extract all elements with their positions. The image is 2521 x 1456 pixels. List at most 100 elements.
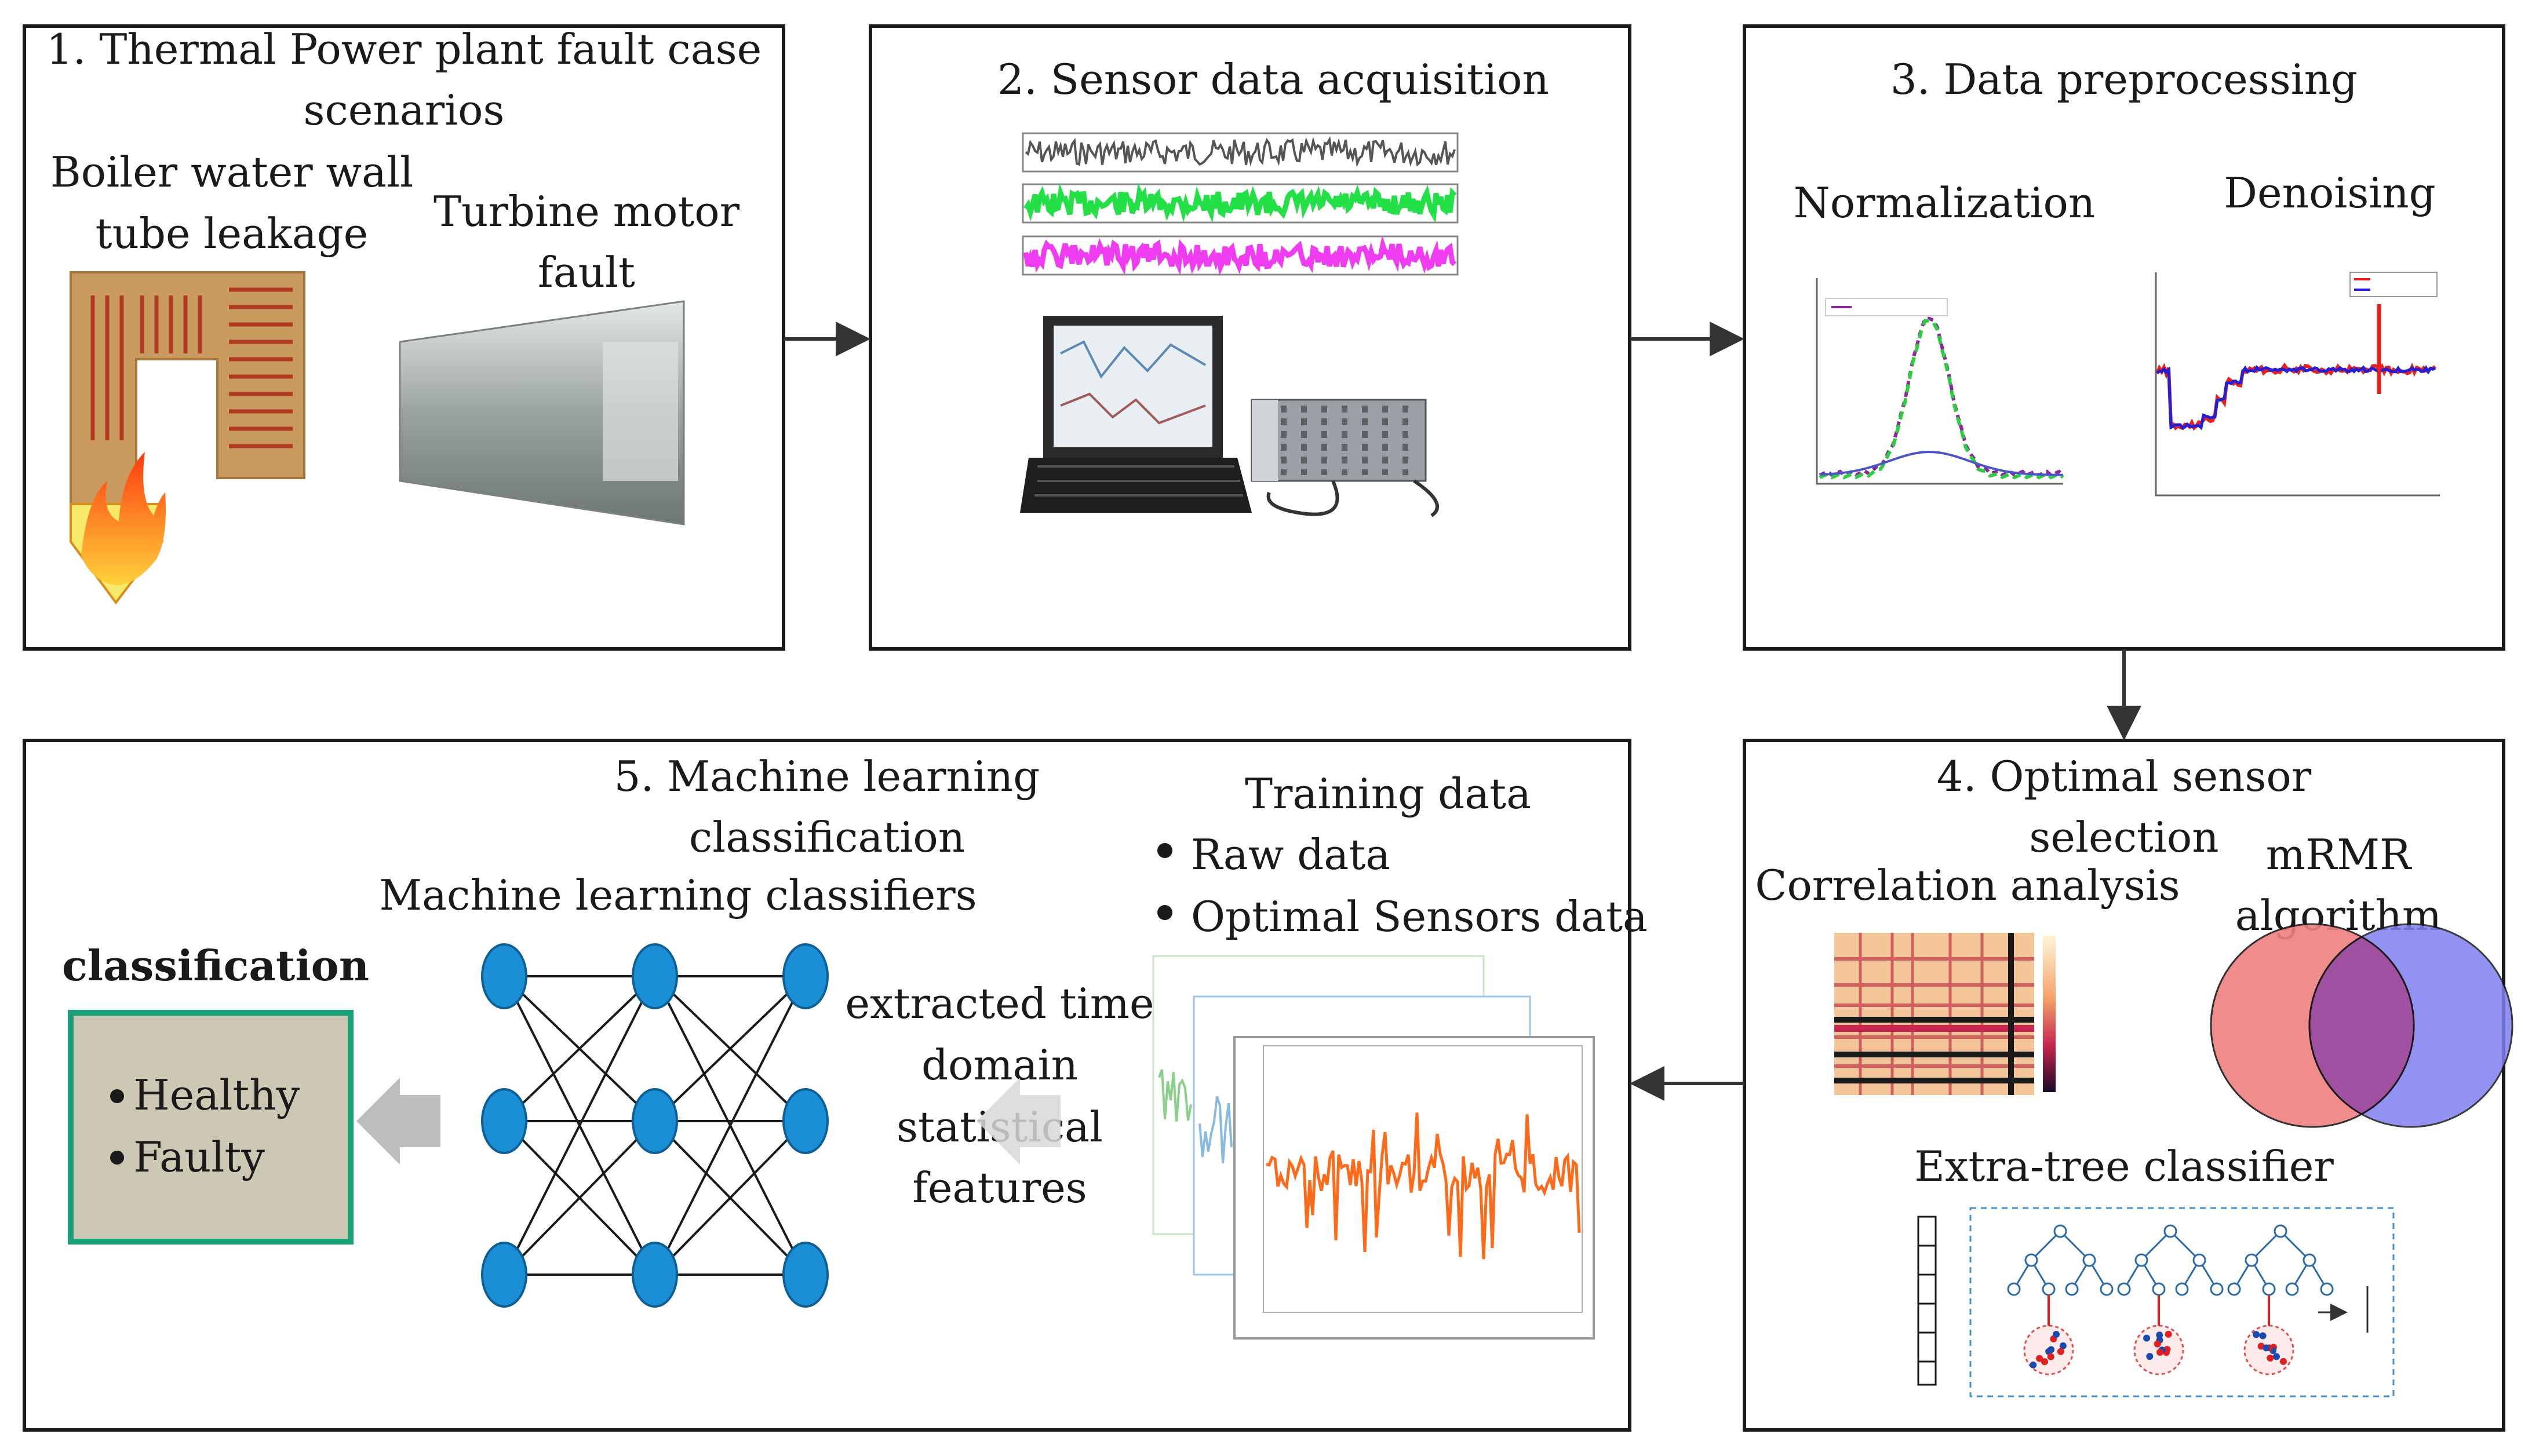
correlation-analysis-label: Correlation analysis <box>1755 861 2180 910</box>
class-output-box: Healthy Faulty <box>68 1010 354 1245</box>
nn-node <box>632 943 678 1009</box>
denoising-label: Denoising <box>2224 169 2436 217</box>
tree-node <box>2262 1282 2276 1296</box>
sample-dot <box>2041 1358 2049 1366</box>
sample-dot <box>2048 1346 2055 1353</box>
panel-optimal-sensor-selection: 4. Optimal sensor selection Correlation … <box>1743 739 2513 1432</box>
panel-ml-classification: 5. Machine learning classification Machi… <box>23 739 1648 1432</box>
sample-dot <box>2165 1330 2172 1338</box>
panel-fault-scenarios: 1. Thermal Power plant fault case scenar… <box>23 24 785 651</box>
sample-dot <box>2263 1344 2270 1352</box>
tree-node <box>2245 1253 2258 1267</box>
tree-node <box>2175 1282 2189 1296</box>
tree-node <box>2100 1282 2114 1296</box>
boiler-illustration <box>70 271 305 605</box>
turbine-label-line2: fault <box>538 248 635 297</box>
panel1-title-line2: scenarios <box>304 86 505 134</box>
turbine-label-line1: Turbine motor <box>433 187 740 236</box>
training-data-list: Training data Raw data Optimal Sensors d… <box>1157 769 1648 941</box>
sample-dot <box>2267 1355 2274 1362</box>
nn-node <box>782 1242 829 1308</box>
features-line-1: extracted time <box>845 979 1154 1028</box>
training-item-raw: Raw data <box>1191 830 1390 879</box>
tree-node <box>2285 1282 2299 1296</box>
training-item-optimal: Optimal Sensors data <box>1191 892 1648 941</box>
normalization-plot <box>1816 278 2064 485</box>
tree-node <box>2192 1253 2206 1267</box>
sample-dot <box>2052 1331 2060 1338</box>
class-faulty: Faulty <box>133 1133 265 1181</box>
sample-dot <box>2272 1353 2280 1360</box>
mrmr-venn-diagram <box>2210 923 2513 1128</box>
nn-node <box>481 1088 527 1154</box>
tree-node <box>2053 1224 2067 1238</box>
tree-node <box>2007 1282 2021 1296</box>
arrow-to-classifiers-icon <box>977 1078 1061 1165</box>
normalization-label: Normalization <box>1794 178 2096 227</box>
tree-node <box>2152 1282 2166 1296</box>
nn-node <box>632 1242 678 1308</box>
flame-icon <box>81 452 166 585</box>
sample-dot <box>2057 1348 2064 1355</box>
panel-preprocessing: 3. Data preprocessing Normalization Deno… <box>1743 24 2505 651</box>
tree-node <box>2227 1282 2241 1296</box>
tree-node <box>2024 1253 2038 1267</box>
nn-node <box>632 1088 678 1154</box>
training-data-title: Training data <box>1245 769 1531 818</box>
denoising-plot <box>2155 272 2440 497</box>
sample-dot <box>2047 1353 2054 1360</box>
tree-node <box>2134 1253 2148 1267</box>
class-healthy: Healthy <box>133 1071 300 1119</box>
tree-node <box>2303 1253 2316 1267</box>
nn-node <box>782 943 829 1009</box>
stacked-sensor-plots <box>1152 955 1595 1340</box>
tree-node <box>2082 1253 2096 1267</box>
sample-dot <box>2030 1361 2037 1369</box>
panel4-title-line2: selection <box>2029 813 2218 862</box>
sensor-signal-traces <box>1022 132 1459 276</box>
sample-dot <box>2036 1355 2043 1362</box>
sample-dot <box>2259 1332 2267 1340</box>
sample-dot <box>2059 1342 2067 1349</box>
extra-tree-schematic <box>1917 1207 2395 1397</box>
sample-dot <box>2253 1331 2260 1338</box>
sample-dot <box>2279 1358 2287 1365</box>
arrow-to-classification-icon <box>356 1078 440 1165</box>
neural-network-diagram <box>481 943 829 1308</box>
panel5-title-line1: 5. Machine learning <box>614 752 1040 801</box>
sample-dot <box>2156 1348 2164 1356</box>
sample-dot <box>2163 1346 2171 1353</box>
data-acquisition-device-icon <box>1251 399 1439 517</box>
tree-node <box>2210 1282 2224 1296</box>
panel2-title: 2. Sensor data acquisition <box>997 55 1549 104</box>
tree-node <box>2274 1224 2287 1238</box>
laptop-icon <box>1020 316 1252 513</box>
tree-node <box>2163 1224 2177 1238</box>
turbine-illustration <box>399 300 685 526</box>
flow-arrows <box>784 322 2141 1101</box>
panel1-title-line1: 1. Thermal Power plant fault case <box>46 25 762 74</box>
boiler-label-line2: tube leakage <box>96 209 369 258</box>
boiler-label-line1: Boiler water wall <box>50 148 413 196</box>
panel3-title: 3. Data preprocessing <box>1890 55 2358 104</box>
correlation-heatmap <box>1834 933 2056 1095</box>
classification-label: classification <box>62 941 369 990</box>
ml-classifiers-label: Machine learning classifiers <box>379 871 977 919</box>
panel-sensor-acquisition: 2. Sensor data acquisition <box>869 24 1631 651</box>
tree-node <box>2320 1282 2334 1296</box>
panel5-title-line2: classification <box>689 813 965 862</box>
panel4-title-line1: 4. Optimal sensor <box>1937 752 2312 801</box>
sample-dot <box>2156 1331 2163 1339</box>
mrmr-label-line1: mRMR <box>2266 830 2412 879</box>
sample-dot <box>2143 1334 2151 1342</box>
features-line-2: domain <box>921 1041 1078 1089</box>
tree-node <box>2065 1282 2079 1296</box>
extra-tree-label: Extra-tree classifier <box>1914 1142 2334 1191</box>
sample-dot <box>2146 1353 2154 1360</box>
nn-node <box>481 943 527 1009</box>
features-line-4: features <box>912 1163 1087 1212</box>
nn-node <box>782 1088 829 1154</box>
sample-dot <box>2154 1340 2161 1348</box>
tree-node <box>2117 1282 2131 1296</box>
